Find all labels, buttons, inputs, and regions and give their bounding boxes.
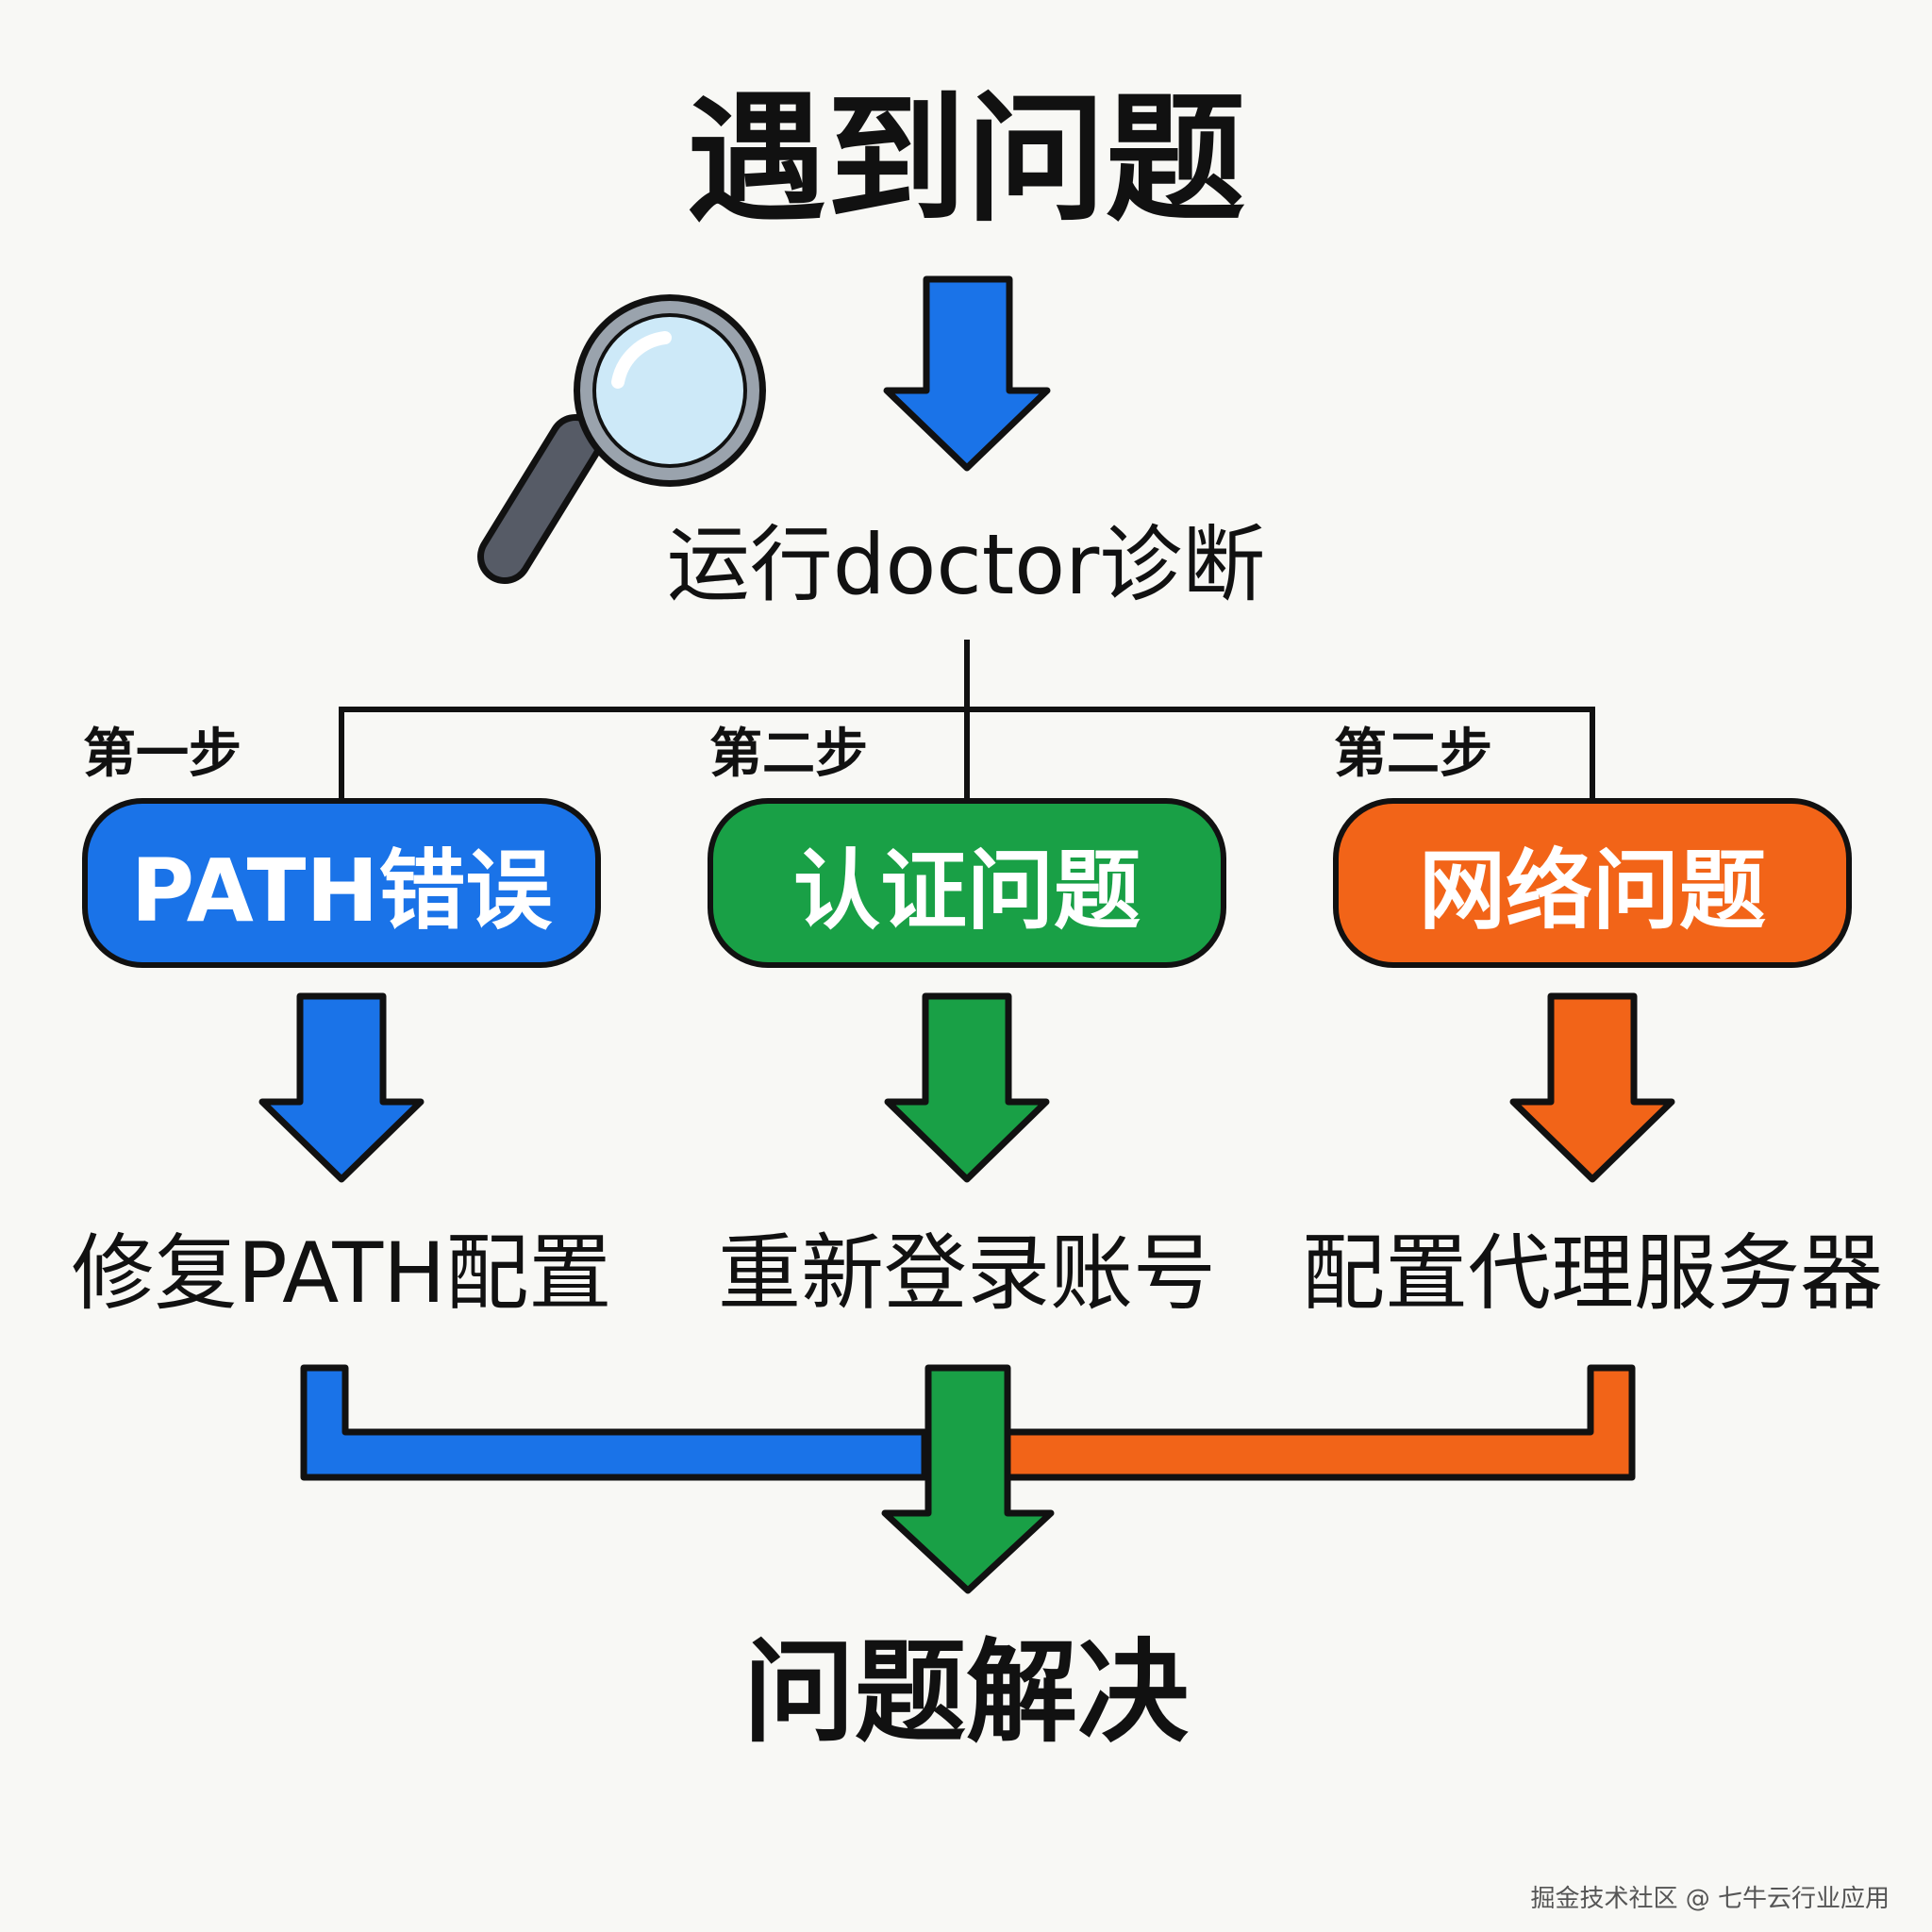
merge-arrow-left [300,1364,928,1481]
diagnosis-label: 运行doctor诊断 [666,516,1266,613]
problem-label-path: PATH错误 [130,840,553,941]
action-label-network: 配置代理服务器 [1301,1224,1883,1322]
problem-box-network: 网络问题 [1333,798,1852,968]
problem-box-path: PATH错误 [82,798,601,968]
arrow-path-fix [258,992,425,1183]
page-title: 遇到问题 [687,78,1245,241]
merge-arrow-right [1004,1364,1636,1481]
watermark: 掘金技术社区 @ 七牛云行业应用 [1530,1885,1890,1913]
action-label-path: 修复PATH配置 [71,1224,612,1322]
step-label-3: 第二步 [1334,724,1492,785]
step-label-2: 第二步 [709,724,868,785]
action-label-auth: 重新登录账号 [717,1224,1216,1322]
problem-label-auth: 认证问题 [792,840,1141,941]
branch-connector [339,640,1595,798]
arrow-auth-fix [884,992,1050,1183]
problem-box-auth: 认证问题 [708,798,1226,968]
magnifying-glass-icon [477,294,766,584]
arrow-to-diagnosis [883,275,1051,472]
result-label: 问题解决 [742,1627,1189,1757]
arrow-network-fix [1509,992,1675,1183]
problem-label-network: 网络问题 [1418,840,1766,941]
step-label-1: 第一步 [83,724,242,785]
merge-arrow-center [881,1364,1055,1594]
